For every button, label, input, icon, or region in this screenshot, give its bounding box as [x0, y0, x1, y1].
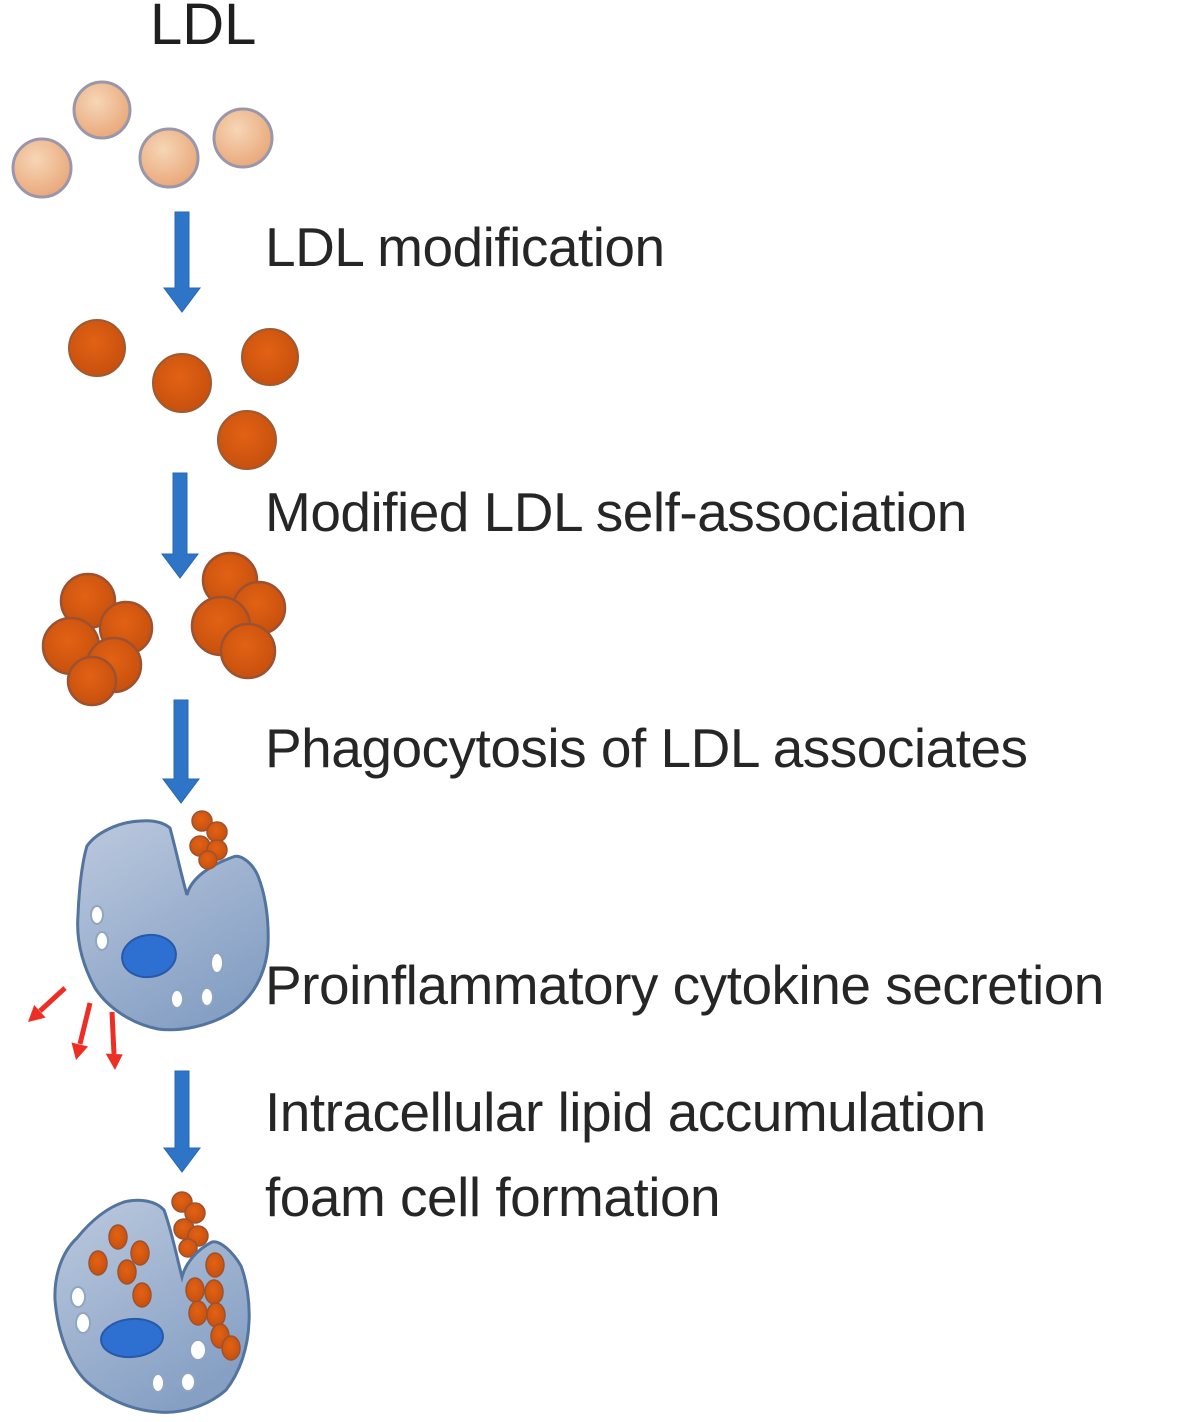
- vesicle: [90, 905, 104, 925]
- step-label-cytokine-secretion: Proinflammatory cytokine secretion: [265, 954, 1104, 1016]
- vesicle: [70, 1286, 86, 1308]
- cytokine-arrow: [38, 986, 67, 1013]
- lipid-droplet: [184, 1202, 206, 1224]
- lipid-droplet: [132, 1282, 152, 1308]
- vesicle: [189, 1339, 207, 1361]
- flow-arrow-down-4: [163, 1070, 201, 1173]
- vesicle: [210, 952, 224, 974]
- aggregate-particle: [198, 850, 218, 870]
- incoming-lipid-droplets: [171, 1191, 209, 1258]
- lipid-droplet: [88, 1250, 108, 1276]
- aggregate-particle: [219, 622, 277, 680]
- foam-cell-vesicles: [70, 1286, 207, 1393]
- vesicle: [151, 1373, 165, 1393]
- vesicle: [180, 1372, 196, 1392]
- step-label-lipid-accumulation: Intracellular lipid accumulation foam ce…: [265, 1070, 986, 1240]
- macrophage-nucleus: [121, 933, 177, 979]
- vesicle: [200, 987, 214, 1007]
- ldl-aggregate-left: [41, 572, 154, 707]
- aggregate-particle: [66, 655, 118, 707]
- lipid-droplet: [108, 1224, 128, 1250]
- macrophage-vesicles: [90, 905, 224, 1009]
- flow-arrow-down-1: [163, 211, 201, 313]
- step-label-lipid-accumulation-line2: foam cell formation: [265, 1166, 721, 1228]
- flow-arrow-down-2: [161, 472, 199, 579]
- engulfed-ldl-aggregate: [189, 810, 228, 870]
- vesicle: [170, 989, 184, 1009]
- aggregate-particle: [206, 821, 228, 843]
- lipid-droplet: [205, 1252, 225, 1278]
- modified-ldl-particle: [217, 410, 277, 470]
- cytokine-arrowhead: [105, 1053, 123, 1070]
- lipid-droplet: [178, 1238, 198, 1258]
- flow-arrow-down-3: [162, 699, 200, 804]
- ldl-particles: [11, 80, 274, 199]
- lipid-droplet: [206, 1302, 226, 1328]
- cytokine-arrows: [28, 986, 123, 1070]
- intracellular-lipid-droplets: [88, 1224, 241, 1361]
- vesicle: [95, 931, 109, 951]
- lipid-droplet: [204, 1279, 224, 1305]
- modified-ldl-particle: [152, 353, 212, 413]
- modified-ldl-particles: [68, 319, 299, 470]
- cytokine-arrow: [109, 1011, 117, 1055]
- step-label-phagocytosis: Phagocytosis of LDL associates: [265, 717, 1028, 779]
- step-label-ldl-modification: LDL modification: [265, 216, 665, 278]
- ldl-aggregate-right: [190, 551, 287, 680]
- macrophage-cell: [76, 810, 270, 1032]
- ldl-particle: [11, 137, 73, 199]
- lipid-droplet: [221, 1335, 241, 1361]
- cytokine-arrowhead: [28, 1005, 46, 1022]
- vesicle: [75, 1312, 91, 1334]
- foam-cell: [53, 1191, 251, 1414]
- macrophage-body: [76, 819, 270, 1032]
- diagram-title: LDL: [150, 0, 257, 57]
- modified-ldl-particle: [68, 319, 126, 377]
- ldl-particle: [212, 107, 274, 169]
- step-label-modified-ldl-self-association: Modified LDL self-association: [265, 481, 967, 543]
- aggregate-particle: [191, 810, 213, 832]
- ldl-particle: [72, 80, 132, 140]
- cytokine-arrowhead: [71, 1042, 89, 1060]
- ldl-particle: [138, 127, 200, 189]
- lipid-droplet: [185, 1277, 205, 1303]
- lipid-droplet: [188, 1300, 208, 1326]
- modified-ldl-particle: [241, 328, 299, 386]
- lipid-droplet: [130, 1240, 150, 1266]
- cytokine-arrow: [77, 1002, 93, 1045]
- foam-cell-nucleus: [100, 1317, 164, 1359]
- lipid-droplet: [117, 1259, 137, 1285]
- step-label-lipid-accumulation-line1: Intracellular lipid accumulation: [265, 1081, 986, 1143]
